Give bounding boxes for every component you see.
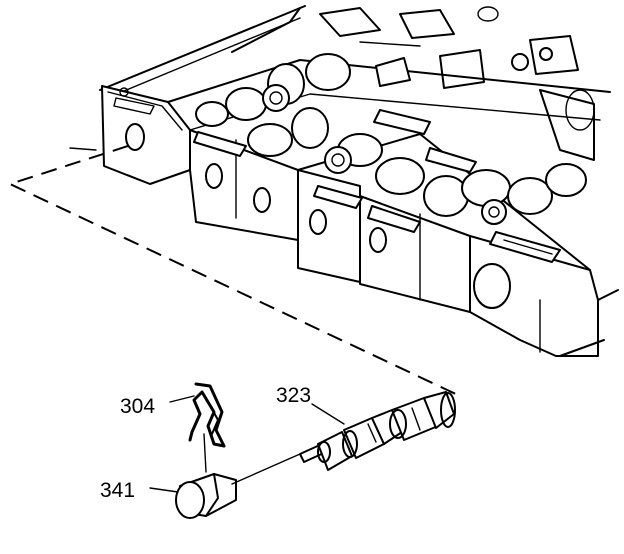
valve-spool-part	[299, 391, 456, 471]
upper-details	[319, 6, 595, 161]
callout-304-label: 304	[120, 395, 155, 418]
callout-323-label: 323	[276, 384, 311, 407]
retainer-clip-part	[188, 382, 226, 473]
bore-plug-part	[175, 453, 301, 519]
deck-spools	[195, 53, 587, 225]
port-plates	[193, 57, 561, 263]
valve-body-casting	[99, 5, 619, 357]
leader-lines	[149, 395, 345, 493]
assembly-dashed-line	[7, 145, 461, 397]
callout-341-label: 341	[100, 479, 135, 502]
